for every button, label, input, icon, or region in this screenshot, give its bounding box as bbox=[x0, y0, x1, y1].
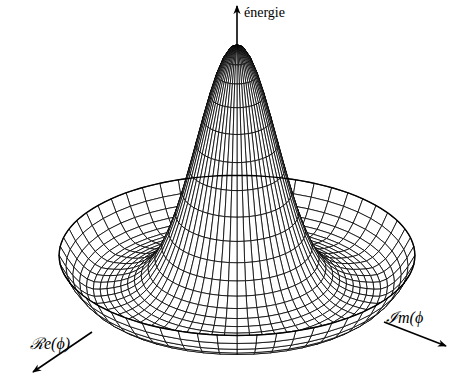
surface-facet bbox=[237, 343, 256, 349]
surface-facet bbox=[93, 282, 101, 289]
surface-facet bbox=[237, 45, 239, 52]
surface-facet bbox=[217, 335, 237, 343]
surface-facet bbox=[216, 308, 227, 319]
surface-facet bbox=[223, 217, 231, 242]
surface-facet bbox=[232, 45, 237, 51]
surface-facet bbox=[237, 217, 244, 241]
surface-facet bbox=[237, 108, 241, 135]
surface-facet bbox=[232, 51, 235, 64]
surface-facet bbox=[218, 343, 237, 349]
surface-facet bbox=[237, 45, 241, 51]
rim-outline bbox=[59, 175, 415, 335]
surface-facet bbox=[246, 295, 257, 308]
surface-facet bbox=[225, 326, 237, 333]
axis-label: ℐm(ϕ bbox=[386, 310, 423, 326]
surface-facet bbox=[222, 241, 230, 263]
surface-facet bbox=[237, 45, 241, 51]
surface-facet bbox=[235, 45, 237, 52]
surface-facet bbox=[229, 263, 237, 281]
surface-facet bbox=[214, 317, 226, 326]
axis-label: énergie bbox=[244, 6, 285, 20]
surface-facet bbox=[237, 45, 239, 52]
surface-facet bbox=[226, 318, 237, 326]
surface-facet bbox=[311, 323, 331, 336]
surface-facet bbox=[237, 308, 248, 318]
surface-facet bbox=[237, 318, 248, 326]
surface-facet bbox=[237, 45, 240, 51]
surface-facet bbox=[237, 326, 249, 333]
surface-facet bbox=[237, 45, 242, 51]
surface-facet bbox=[239, 51, 242, 64]
surface-facet bbox=[233, 45, 237, 51]
surface-facet bbox=[219, 280, 229, 296]
surface-facet bbox=[373, 282, 381, 289]
surface-facet bbox=[245, 262, 254, 281]
surface-facet bbox=[234, 52, 236, 65]
surface-facet bbox=[237, 281, 246, 296]
surface-facet bbox=[229, 241, 237, 263]
surface-facet bbox=[237, 296, 247, 309]
surface-facet bbox=[220, 353, 237, 354]
surface-facet bbox=[233, 108, 237, 135]
surface-facet bbox=[230, 217, 237, 241]
surface-facet bbox=[236, 45, 238, 52]
surface-facet bbox=[237, 335, 257, 343]
surface-facet bbox=[248, 317, 260, 326]
surface-facet bbox=[220, 262, 229, 281]
axis-arrow bbox=[236, 6, 238, 44]
surface-facet bbox=[235, 52, 237, 65]
surface-facet bbox=[227, 296, 237, 309]
surface-facet bbox=[226, 308, 237, 318]
surface-facet bbox=[234, 84, 237, 108]
surface-facet bbox=[237, 263, 245, 281]
surface-facet bbox=[237, 190, 243, 217]
axis-label: ℛe(ϕ) bbox=[30, 336, 70, 352]
surface-facet bbox=[257, 306, 269, 317]
surface-facet bbox=[234, 45, 237, 51]
surface-facet bbox=[231, 190, 237, 217]
surface-facet bbox=[235, 45, 237, 52]
surface-facet bbox=[205, 306, 217, 317]
surface-facet bbox=[235, 65, 237, 84]
surface-facet bbox=[228, 281, 237, 296]
surface-facet bbox=[244, 241, 252, 263]
surface-facet bbox=[232, 134, 237, 162]
surface-facet bbox=[247, 308, 258, 319]
surface-facet bbox=[233, 45, 237, 51]
surface-facet bbox=[237, 353, 254, 354]
surface-facet bbox=[237, 163, 242, 191]
surface-facet bbox=[237, 134, 242, 162]
surface-facet bbox=[238, 52, 240, 65]
surface-facet bbox=[237, 45, 239, 52]
surface-facet bbox=[237, 45, 242, 51]
surface-facet bbox=[245, 280, 255, 296]
surface-facet bbox=[232, 163, 237, 191]
surface-facet bbox=[232, 45, 237, 51]
surface-facet bbox=[243, 217, 251, 242]
surface-facet bbox=[217, 295, 228, 308]
surface-facet bbox=[237, 84, 240, 108]
surface-facet bbox=[237, 241, 245, 263]
surface-facet bbox=[142, 323, 162, 336]
